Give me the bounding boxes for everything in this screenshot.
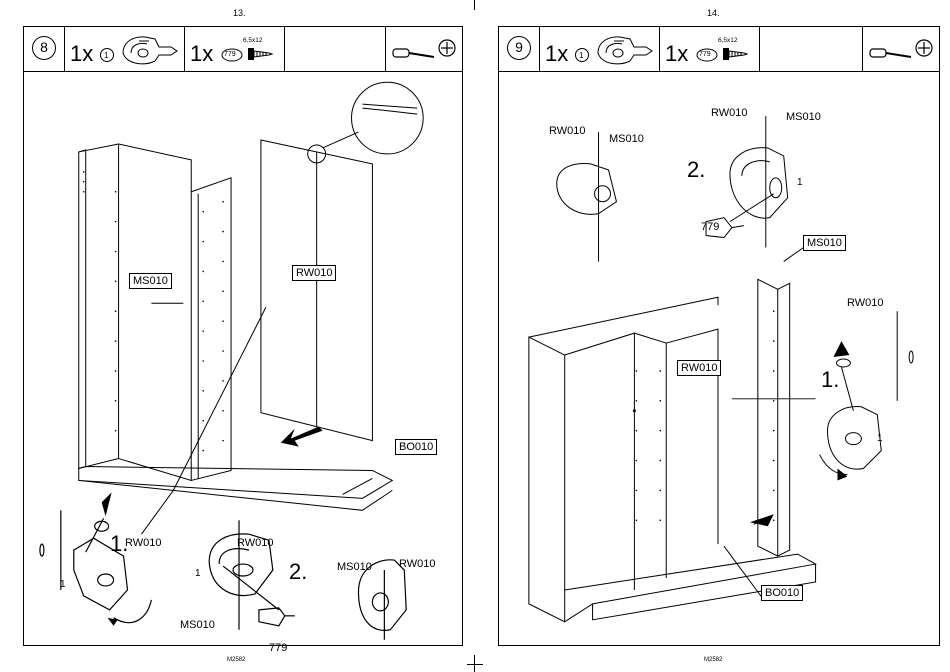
label-rw010: RW010 — [399, 558, 435, 570]
label-rw010: RW010 — [711, 107, 747, 119]
screwdriver-icon — [390, 35, 460, 65]
instruction-panel-step-9: 9 1x 1 1x 779 6,5x12 — [498, 26, 940, 646]
part-callout-1: 1 — [797, 177, 803, 188]
quantity: 1x — [665, 43, 688, 65]
footer-code-left: M2582 — [227, 657, 245, 663]
screw-icon — [722, 46, 748, 62]
tool-cell — [385, 27, 464, 71]
step-number: 8 — [32, 36, 56, 60]
label-rw010: RW010 — [847, 297, 883, 309]
crop-mark — [467, 664, 483, 665]
substep-2: 2. — [687, 159, 705, 181]
step-number-cell: 8 — [24, 27, 65, 71]
screw-size: 6,5x12 — [718, 37, 738, 44]
step-number-cell: 9 — [499, 27, 540, 71]
part-number: 1 — [579, 51, 583, 60]
substep-1: 1. — [110, 533, 128, 555]
label-bo010: BO010 — [395, 439, 437, 455]
crop-mark — [474, 0, 475, 10]
page-number-right: 14. — [707, 8, 720, 18]
part-callout-1: 1 — [60, 579, 66, 590]
connector-icon — [119, 33, 181, 67]
part-cell-connector: 1x 1 — [540, 27, 660, 71]
instruction-panel-step-8: 8 1x 1 1x 779 6,5x12 — [23, 26, 463, 646]
label-ms010: MS010 — [180, 619, 215, 631]
label-rw010: RW010 — [549, 125, 585, 137]
label-ms010: MS010 — [129, 273, 172, 289]
quantity: 1x — [70, 43, 93, 65]
label-ms010: MS010 — [803, 235, 846, 251]
label-bo010: BO010 — [761, 585, 803, 601]
part-number: 779 — [224, 51, 236, 58]
part-callout-1: 1 — [877, 433, 883, 444]
screw-icon — [247, 46, 273, 62]
page-number-left: 13. — [233, 8, 246, 18]
part-cell-screw: 1x 779 6,5x12 — [660, 27, 760, 71]
step-number: 9 — [507, 36, 531, 60]
part-cell-screw: 1x 779 6,5x12 — [185, 27, 285, 71]
label-rw010: RW010 — [125, 537, 161, 549]
quantity: 1x — [190, 43, 213, 65]
part-cell-connector: 1x 1 — [65, 27, 185, 71]
assembly-illustration-step-8 — [24, 71, 462, 645]
substep-2: 2. — [289, 561, 307, 583]
screw-callout: 779 — [701, 221, 719, 233]
screw-callout: 779 — [269, 642, 287, 654]
part-number: 1 — [104, 51, 108, 60]
label-ms010: MS010 — [786, 111, 821, 123]
label-ms010: MS010 — [337, 561, 372, 573]
part-callout-1: 1 — [195, 568, 201, 579]
label-rw010: RW010 — [237, 537, 273, 549]
label-rw010: RW010 — [677, 360, 721, 376]
connector-icon — [594, 33, 656, 67]
part-number: 779 — [699, 51, 711, 58]
screwdriver-icon — [867, 35, 937, 65]
step-header: 8 1x 1 1x 779 6,5x12 — [24, 27, 462, 72]
substep-1: 1. — [821, 369, 839, 391]
tool-cell — [862, 27, 941, 71]
label-rw010: RW010 — [292, 265, 336, 281]
footer-code-right: M2582 — [704, 657, 722, 663]
screw-size: 6,5x12 — [243, 37, 263, 44]
step-header: 9 1x 1 1x 779 6,5x12 — [499, 27, 939, 72]
label-ms010: MS010 — [609, 133, 644, 145]
quantity: 1x — [545, 43, 568, 65]
assembly-illustration-step-9 — [499, 71, 939, 645]
